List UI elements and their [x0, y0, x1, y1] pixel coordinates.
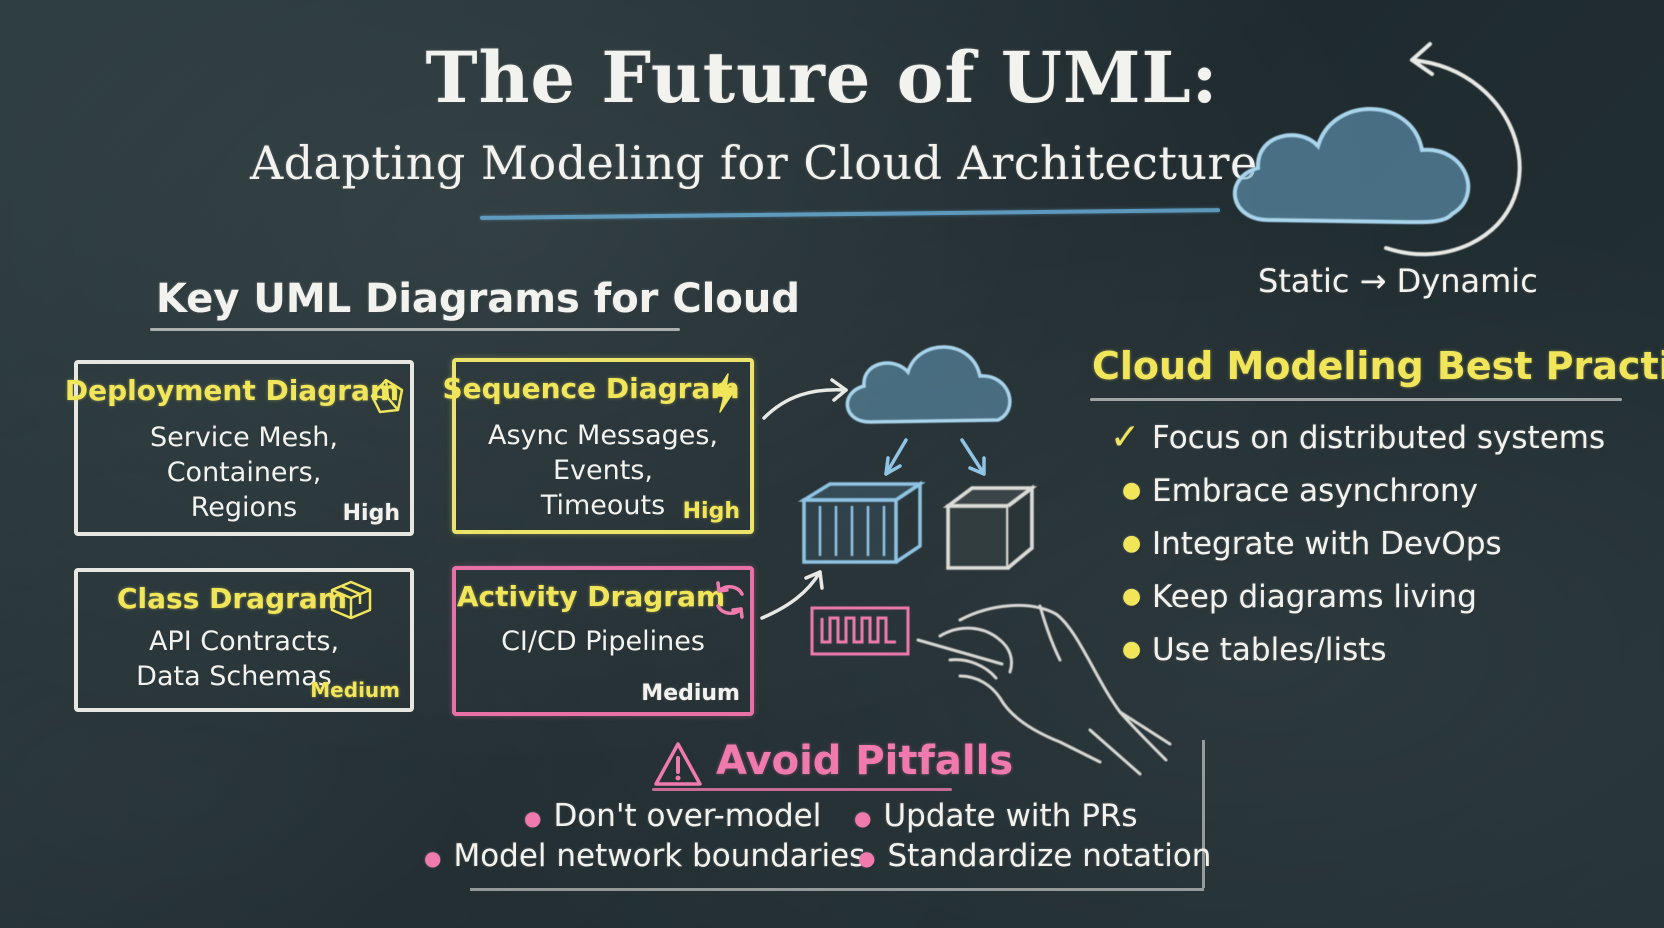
- bullet-icon: ●: [1122, 531, 1142, 556]
- pitfall-item: ●Update with PRs: [854, 798, 1138, 834]
- bullet-icon: ●: [1122, 637, 1142, 662]
- pitfall-item: ●Don't over-model: [524, 798, 822, 834]
- pipeline-icon: [810, 606, 910, 656]
- card-title: Deployment Diagram: [64, 374, 400, 407]
- bullet-icon: ●: [1122, 584, 1142, 609]
- pitfalls-underline: [652, 788, 952, 791]
- static-dynamic-caption: Static → Dynamic: [1258, 262, 1538, 300]
- server-cube-icon: [942, 484, 1038, 570]
- key-diagrams-underline: [150, 328, 680, 331]
- card-body: CI/CD Pipelines: [501, 626, 705, 657]
- card-title: Activity Dragram: [456, 580, 726, 613]
- best-practices-heading: Cloud Modeling Best Practices: [1092, 344, 1664, 388]
- pitfalls-heading: Avoid Pitfalls: [716, 738, 1014, 784]
- warning-triangle-icon: [654, 742, 702, 786]
- pitfall-item: ●Model network boundaries: [424, 838, 866, 874]
- sequence-to-cloud-arrow: [762, 378, 848, 420]
- cube-outline-icon: [370, 378, 404, 414]
- pitfalls-frame-line: [470, 888, 1204, 891]
- sequence-diagram-card: Sequence Diagram Async Messages, Events,…: [442, 358, 754, 534]
- class-diagram-card: Class Dragram API Contracts, Data Schema…: [74, 568, 414, 712]
- page-subtitle: Adapting Modeling for Cloud Architecture: [250, 136, 1258, 190]
- key-diagrams-heading: Key UML Diagrams for Cloud: [156, 276, 800, 322]
- arrow-right-icon: →: [1359, 262, 1387, 300]
- best-practices-underline: [1090, 398, 1622, 401]
- check-icon: ✓: [1110, 417, 1141, 458]
- list-item: ●Use tables/lists: [1110, 628, 1605, 681]
- activity-diagram-card: Activity Dragram CI/CD Pipelines Medium: [452, 566, 754, 716]
- container-icon: [797, 480, 926, 564]
- activity-to-pipeline-arrow: [760, 570, 824, 620]
- best-practices-list: ✓Focus on distributed systems ●Embrace a…: [1110, 416, 1605, 681]
- bullet-icon: ●: [1122, 478, 1142, 503]
- pitfalls-frame-line: [1202, 740, 1205, 888]
- card-title: Class Dragram: [117, 582, 347, 615]
- deployment-diagram-card: Deployment Diagram Service Mesh, Contain…: [65, 360, 414, 536]
- list-item: ●Keep diagrams living: [1110, 575, 1605, 628]
- pitfall-item: ●Standardize notation: [858, 838, 1212, 874]
- importance-level: Medium: [641, 681, 740, 706]
- hand-drawing-icon: [916, 604, 1172, 776]
- lightning-bolt-icon: [713, 373, 737, 413]
- cloud-cycle-icon: [1232, 42, 1522, 257]
- list-item: ✓Focus on distributed systems: [1110, 417, 1606, 458]
- card-body: Service Mesh, Containers, Regions: [149, 422, 339, 523]
- list-item: ●Embrace asynchrony: [1110, 469, 1605, 522]
- cloud-icon: [845, 345, 1012, 424]
- card-body: API Contracts, Data Schemas: [136, 626, 340, 692]
- static-label: Static: [1258, 262, 1350, 300]
- page-title: The Future of UML:: [425, 36, 1219, 119]
- cloud-to-containers-arrows: [884, 438, 986, 476]
- box-3d-icon: [330, 580, 372, 620]
- list-item: ●Integrate with DevOps: [1110, 522, 1605, 575]
- refresh-cycle-icon: [716, 581, 744, 619]
- card-body: Async Messages, Events, Timeouts: [487, 420, 719, 521]
- importance-level: Medium: [310, 678, 400, 702]
- importance-level: High: [342, 501, 400, 526]
- card-title: Sequence Diagram: [442, 372, 740, 405]
- dynamic-label: Dynamic: [1396, 262, 1538, 300]
- importance-level: High: [682, 499, 740, 524]
